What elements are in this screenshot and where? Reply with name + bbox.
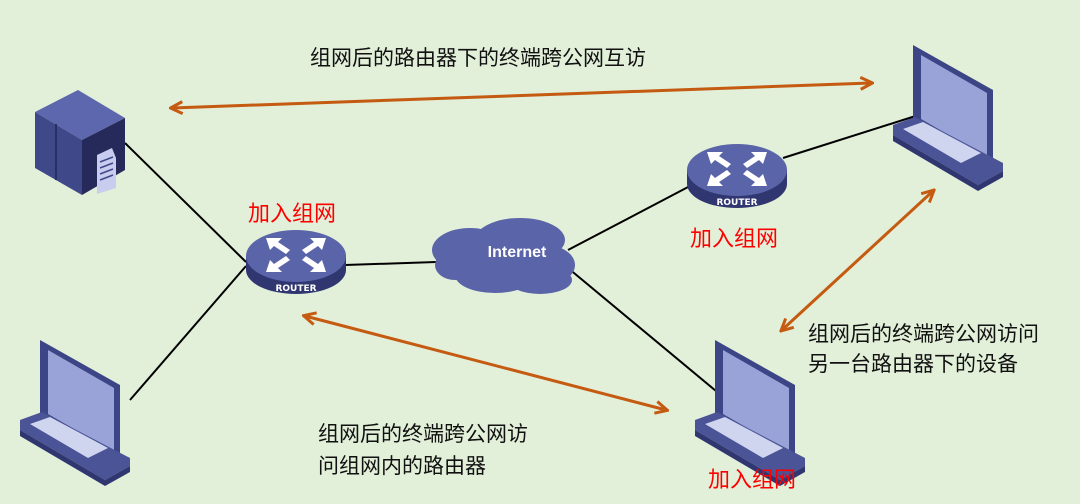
arrow-terminal-device-access [782, 191, 933, 330]
link-server-router [124, 142, 247, 263]
join-label-router-left: 加入组网 [248, 202, 337, 227]
right-caption-line1: 组网后的终端跨公网访问 [808, 322, 1039, 346]
bottom-caption-line1: 组网后的终端跨公网访 [318, 422, 528, 446]
join-label-laptop: 加入组网 [708, 468, 797, 493]
link-internet-laptop [567, 267, 723, 397]
link-router-laptop [782, 112, 926, 159]
internet-cloud-icon: Internet [432, 218, 575, 294]
bottom-caption-line2: 问组网内的路由器 [318, 454, 486, 478]
link-laptop-router [129, 265, 247, 401]
link-router-internet [344, 261, 437, 266]
link-internet-router [567, 185, 691, 251]
join-label-router-right: 加入组网 [690, 227, 779, 252]
server-icon [35, 90, 125, 195]
router-right-label: ROUTER [716, 198, 757, 208]
right-caption-line2: 另一台路由器下的设备 [808, 352, 1018, 376]
internet-label: Internet [488, 244, 547, 261]
top-caption: 组网后的路由器下的终端跨公网互访 [310, 46, 646, 70]
arrow-cross-router-access [172, 83, 871, 108]
arrow-terminal-router-access [305, 316, 666, 410]
laptop-bottom-left-icon [20, 340, 130, 486]
router-left-label: ROUTER [275, 284, 316, 294]
